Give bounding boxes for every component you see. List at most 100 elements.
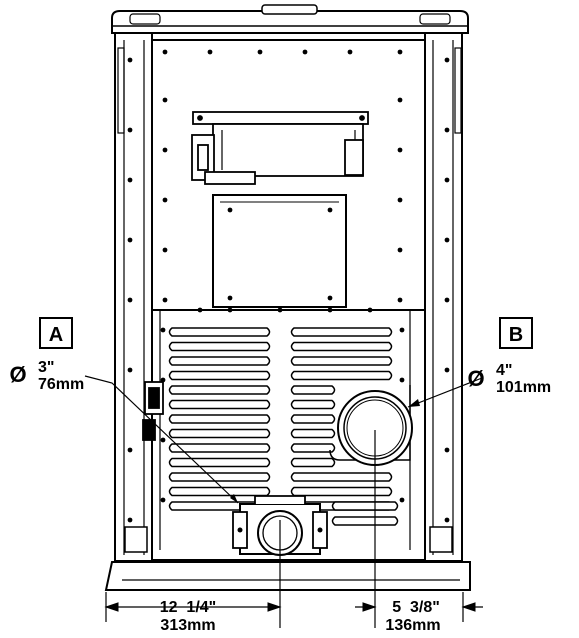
vent-slot: [168, 414, 271, 424]
dimension-left-mm: 313mm: [160, 617, 215, 634]
vent-slot: [290, 327, 393, 337]
vent-slot: [168, 486, 271, 497]
vent-slot: [331, 516, 399, 526]
screw: [162, 49, 168, 55]
screw: [197, 307, 203, 313]
screw: [367, 307, 373, 313]
vent-slot: [168, 399, 271, 410]
screw: [127, 517, 133, 523]
callout-a-letter: A: [49, 324, 63, 346]
vent-slot: [168, 327, 271, 337]
vent-slot: [290, 472, 393, 482]
screw: [327, 295, 333, 301]
screw: [127, 177, 133, 183]
vent-slot: [168, 341, 271, 352]
vent-slot: [290, 443, 336, 453]
callout-b-size-mm: 101mm: [496, 379, 551, 396]
screw: [444, 177, 450, 183]
dimension-right-inch: 5 3/8": [392, 599, 440, 616]
screw: [327, 307, 333, 313]
vent-slot: [290, 385, 336, 395]
callout-a-diameter-symbol: Ø: [9, 362, 26, 387]
screw: [227, 295, 233, 301]
screw: [127, 237, 133, 243]
panel-screws: [127, 49, 450, 543]
vent-slot: [290, 457, 336, 468]
screw: [160, 497, 166, 503]
callout-a-size-inch: 3": [38, 359, 54, 376]
screw: [444, 447, 450, 453]
screw: [397, 147, 403, 153]
screw: [444, 57, 450, 63]
vent-slot: [290, 486, 393, 497]
vent-slots: [168, 327, 399, 526]
screw: [127, 447, 133, 453]
screw: [444, 367, 450, 373]
vent-slot: [290, 370, 393, 381]
callout-a-size-mm: 76mm: [38, 376, 84, 393]
dimension-right-mm: 136mm: [385, 617, 440, 634]
screw: [162, 147, 168, 153]
screw: [162, 97, 168, 103]
screw: [277, 307, 283, 313]
vent-slot: [290, 414, 336, 424]
dimension-left-inch: 12 1/4": [160, 599, 217, 616]
inspection-plate: [212, 194, 347, 308]
power-socket: [142, 381, 164, 441]
upper-bracket-assembly: [191, 111, 369, 185]
vent-slot: [290, 341, 393, 352]
callout-b: B Ø 4" 101mm: [407, 317, 551, 408]
vent-slot: [290, 356, 393, 366]
stove-base: [104, 526, 471, 591]
screw: [160, 437, 166, 443]
callout-b-size-inch: 4": [496, 362, 512, 379]
vent-slot: [168, 457, 271, 468]
screw: [397, 49, 403, 55]
screw: [397, 197, 403, 203]
screw: [162, 247, 168, 253]
screw: [162, 297, 168, 303]
screw: [444, 517, 450, 523]
screw: [207, 49, 213, 55]
vent-slot: [331, 501, 399, 511]
vent-slot: [168, 428, 271, 439]
callout-b-leader: [407, 377, 483, 408]
screw: [127, 57, 133, 63]
callout-a: A Ø 3" 76mm: [9, 317, 239, 504]
screw: [444, 297, 450, 303]
screw: [399, 377, 405, 383]
screw: [444, 127, 450, 133]
screw: [127, 367, 133, 373]
screw: [327, 207, 333, 213]
screw: [399, 497, 405, 503]
vent-slot: [168, 472, 271, 482]
screw: [397, 297, 403, 303]
vent-slot: [168, 443, 271, 453]
callout-b-diameter-symbol: Ø: [467, 366, 484, 391]
callout-b-letter: B: [509, 324, 523, 346]
dimension-lines: [104, 430, 483, 628]
outlet-a-flue: [232, 495, 328, 556]
screw: [160, 327, 166, 333]
vent-slot: [168, 385, 271, 395]
screw: [347, 49, 353, 55]
screw: [257, 49, 263, 55]
screw: [162, 197, 168, 203]
stove-top-lid: [111, 4, 469, 41]
stove-side-columns: [114, 32, 463, 562]
screw: [399, 327, 405, 333]
screw: [397, 247, 403, 253]
screw: [127, 127, 133, 133]
screw: [397, 97, 403, 103]
callout-a-leader: [84, 375, 239, 504]
screw: [227, 207, 233, 213]
vent-slot: [168, 356, 271, 366]
screw: [444, 237, 450, 243]
screw: [302, 49, 308, 55]
vent-slot: [168, 370, 271, 381]
vent-slot: [290, 428, 336, 439]
vent-slot: [290, 399, 336, 410]
screw: [127, 297, 133, 303]
callout-a-box: [39, 317, 73, 349]
